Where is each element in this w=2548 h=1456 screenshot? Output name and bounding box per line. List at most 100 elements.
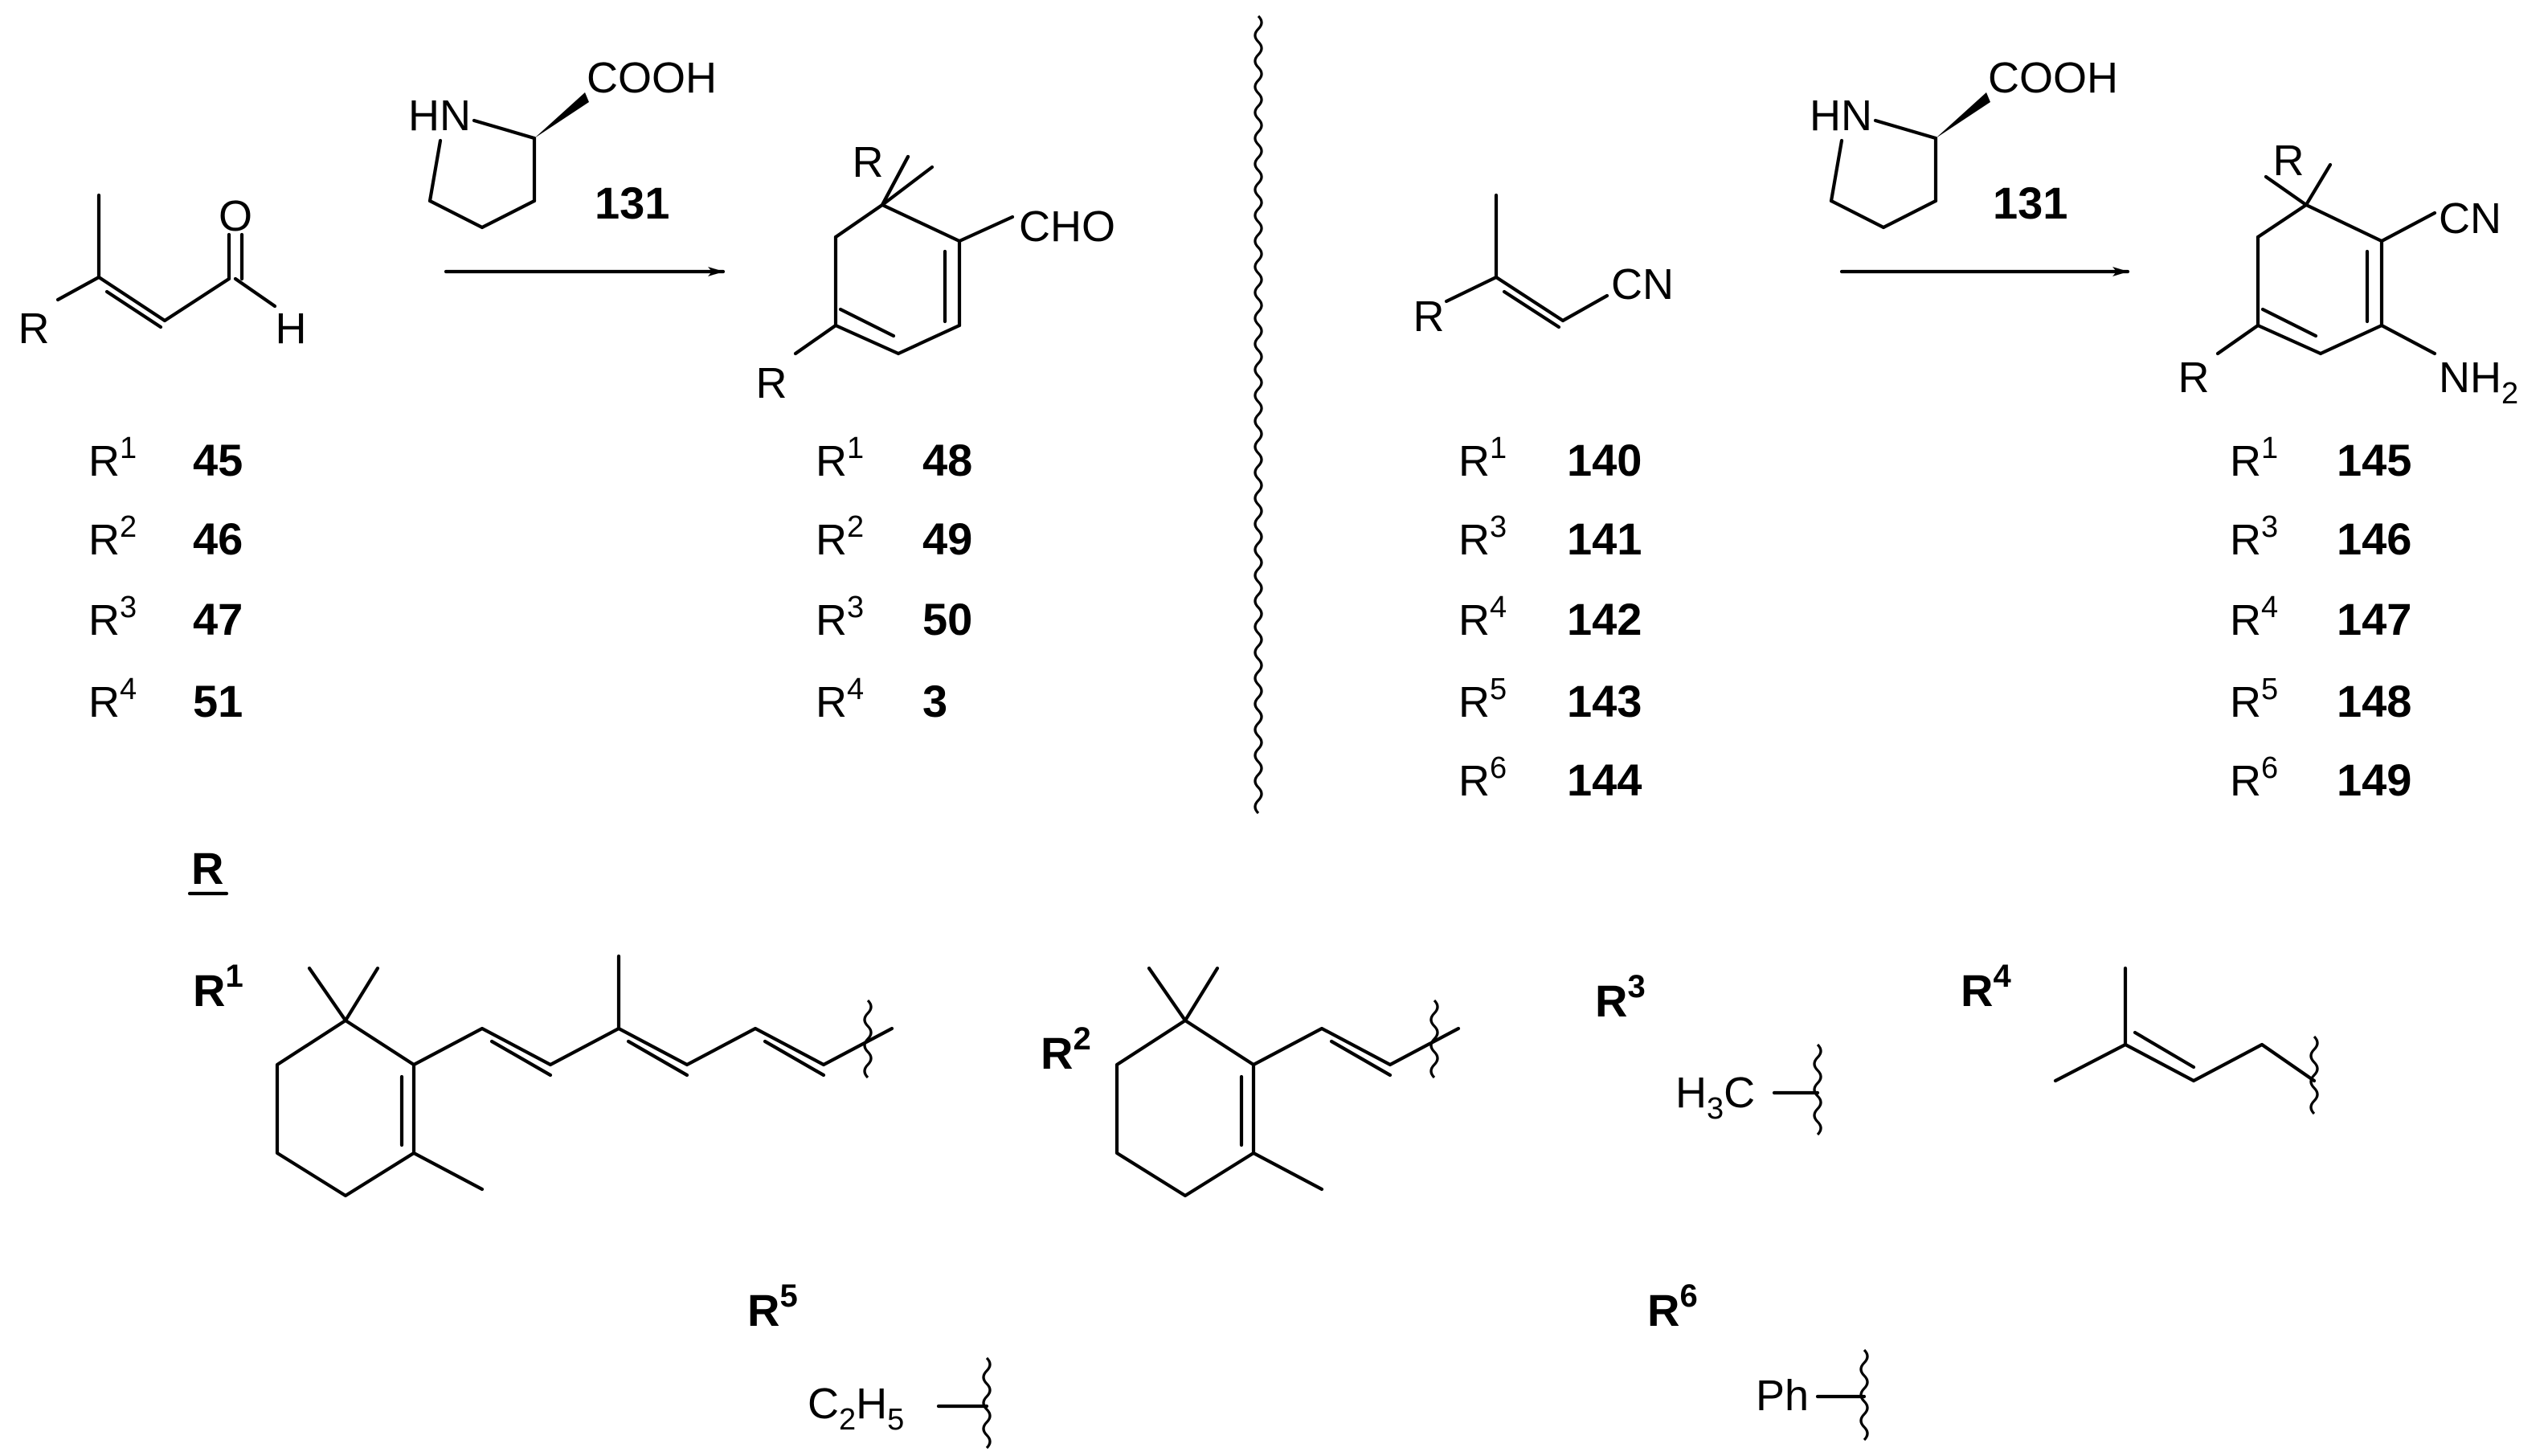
r2-group: R2 [1041,966,1461,1198]
table-row: R1 140 [1458,431,1642,485]
svg-text:49: 49 [922,513,972,564]
right-product-aminonitrile: R CN NH2 R [2178,137,2519,411]
table-row: R2 46 [88,510,243,564]
table-row: R3 50 [816,591,972,644]
r4-group: R4 [1961,959,2319,1115]
svg-text:45: 45 [193,435,243,485]
svg-text:R4: R4 [88,673,137,726]
right-reactant-nitrile: CN R [1413,193,1674,341]
svg-text:R1: R1 [1458,431,1507,485]
svg-text:R2: R2 [816,510,864,564]
svg-text:R2: R2 [1041,1021,1091,1078]
svg-text:3: 3 [922,676,947,726]
catalyst-number: 131 [1993,178,2067,228]
svg-text:R5: R5 [1458,673,1507,726]
svg-text:140: 140 [1567,435,1642,485]
r1-group: R1 [193,954,894,1198]
product-aldehyde-label: CHO [1019,202,1115,251]
svg-text:R3: R3 [88,591,137,644]
table-row: R4 51 [88,673,243,726]
product-nitrile-label: CN [2439,194,2501,243]
svg-text:Ph: Ph [1756,1372,1809,1420]
svg-text:H3C: H3C [1675,1069,1755,1126]
product-r-ring-label: R [756,359,787,407]
svg-text:R3: R3 [1595,969,1646,1026]
svg-text:R6: R6 [1458,751,1507,805]
right-reactant-table: R1 140 R3 141 R4 142 R5 143 R6 144 [1458,431,1642,805]
catalyst-number: 131 [595,178,669,228]
table-row: R1 45 [88,431,243,485]
attachment-wavy-bond [1859,1348,1869,1442]
scheme-divider [1254,14,1263,815]
table-row: R5 143 [1458,673,1642,726]
svg-text:R4: R4 [816,673,864,726]
product-r-top-label: R [2273,137,2305,185]
table-row: R6 149 [2230,751,2411,805]
table-row: R6 144 [1458,751,1642,805]
left-reactant-enal: O H R [18,192,307,353]
svg-text:R4: R4 [1458,591,1507,644]
attachment-wavy-bond [1813,1043,1822,1136]
svg-text:48: 48 [922,435,972,485]
svg-text:143: 143 [1567,676,1642,726]
aldehyde-hydrogen-label: H [276,305,307,353]
table-row: R5 148 [2230,673,2411,726]
svg-text:R1: R1 [816,431,864,485]
svg-text:R4: R4 [2230,591,2278,644]
svg-text:148: 148 [2337,676,2411,726]
svg-text:R4: R4 [1961,959,2011,1016]
product-r-ring-label: R [2178,354,2210,402]
attachment-wavy-bond [2309,1035,2319,1115]
carbonyl-oxygen-label: O [219,192,252,240]
svg-text:R3: R3 [2230,510,2278,564]
table-row: R1 48 [816,431,972,485]
svg-text:144: 144 [1567,755,1642,805]
catalyst-acid-label: COOH [1988,54,2118,102]
svg-text:R5: R5 [2230,673,2278,726]
svg-text:C2H5: C2H5 [808,1380,904,1437]
svg-text:R3: R3 [1458,510,1507,564]
catalyst-proline-left: HN COOH 131 [408,54,717,230]
r-legend: R R1 R2 R3 H3C [187,843,2319,1450]
catalyst-proline-right: HN COOH 131 [1810,54,2118,230]
svg-text:142: 142 [1567,594,1642,644]
catalyst-amine-label: HN [1810,92,1872,140]
attachment-wavy-bond [982,1356,992,1450]
attachment-wavy-bond [1429,999,1439,1079]
table-row: R2 49 [816,510,972,564]
svg-text:R1: R1 [88,431,137,485]
left-reactant-table: R1 45 R2 46 R3 47 R4 51 [88,431,243,726]
svg-text:R6: R6 [1647,1278,1698,1335]
r3-group: R3 H3C [1595,969,1822,1136]
table-row: R3 141 [1458,510,1642,564]
svg-text:149: 149 [2337,755,2411,805]
svg-text:R5: R5 [747,1278,798,1335]
reactant-nitrile-label: CN [1611,260,1674,309]
svg-text:R3: R3 [816,591,864,644]
svg-text:51: 51 [193,676,243,726]
svg-text:R2: R2 [88,510,137,564]
table-row: R3 47 [88,591,243,644]
svg-text:R1: R1 [193,959,243,1016]
table-row: R4 147 [2230,591,2411,644]
svg-text:141: 141 [1567,513,1642,564]
r6-group: R6 Ph [1647,1278,1869,1442]
product-r-top-label: R [853,138,884,186]
svg-text:147: 147 [2337,594,2411,644]
svg-text:R6: R6 [2230,751,2278,805]
svg-text:50: 50 [922,594,972,644]
catalyst-acid-label: COOH [587,54,717,102]
left-product-cyclohexadienal: R CHO R [756,138,1116,407]
svg-text:47: 47 [193,594,243,644]
reactant-r-label: R [1413,292,1445,341]
catalyst-amine-label: HN [408,92,471,140]
svg-text:46: 46 [193,513,243,564]
table-row: R4 142 [1458,591,1642,644]
table-row: R4 3 [816,673,947,726]
svg-text:R1: R1 [2230,431,2278,485]
product-amine-label: NH2 [2439,354,2518,411]
